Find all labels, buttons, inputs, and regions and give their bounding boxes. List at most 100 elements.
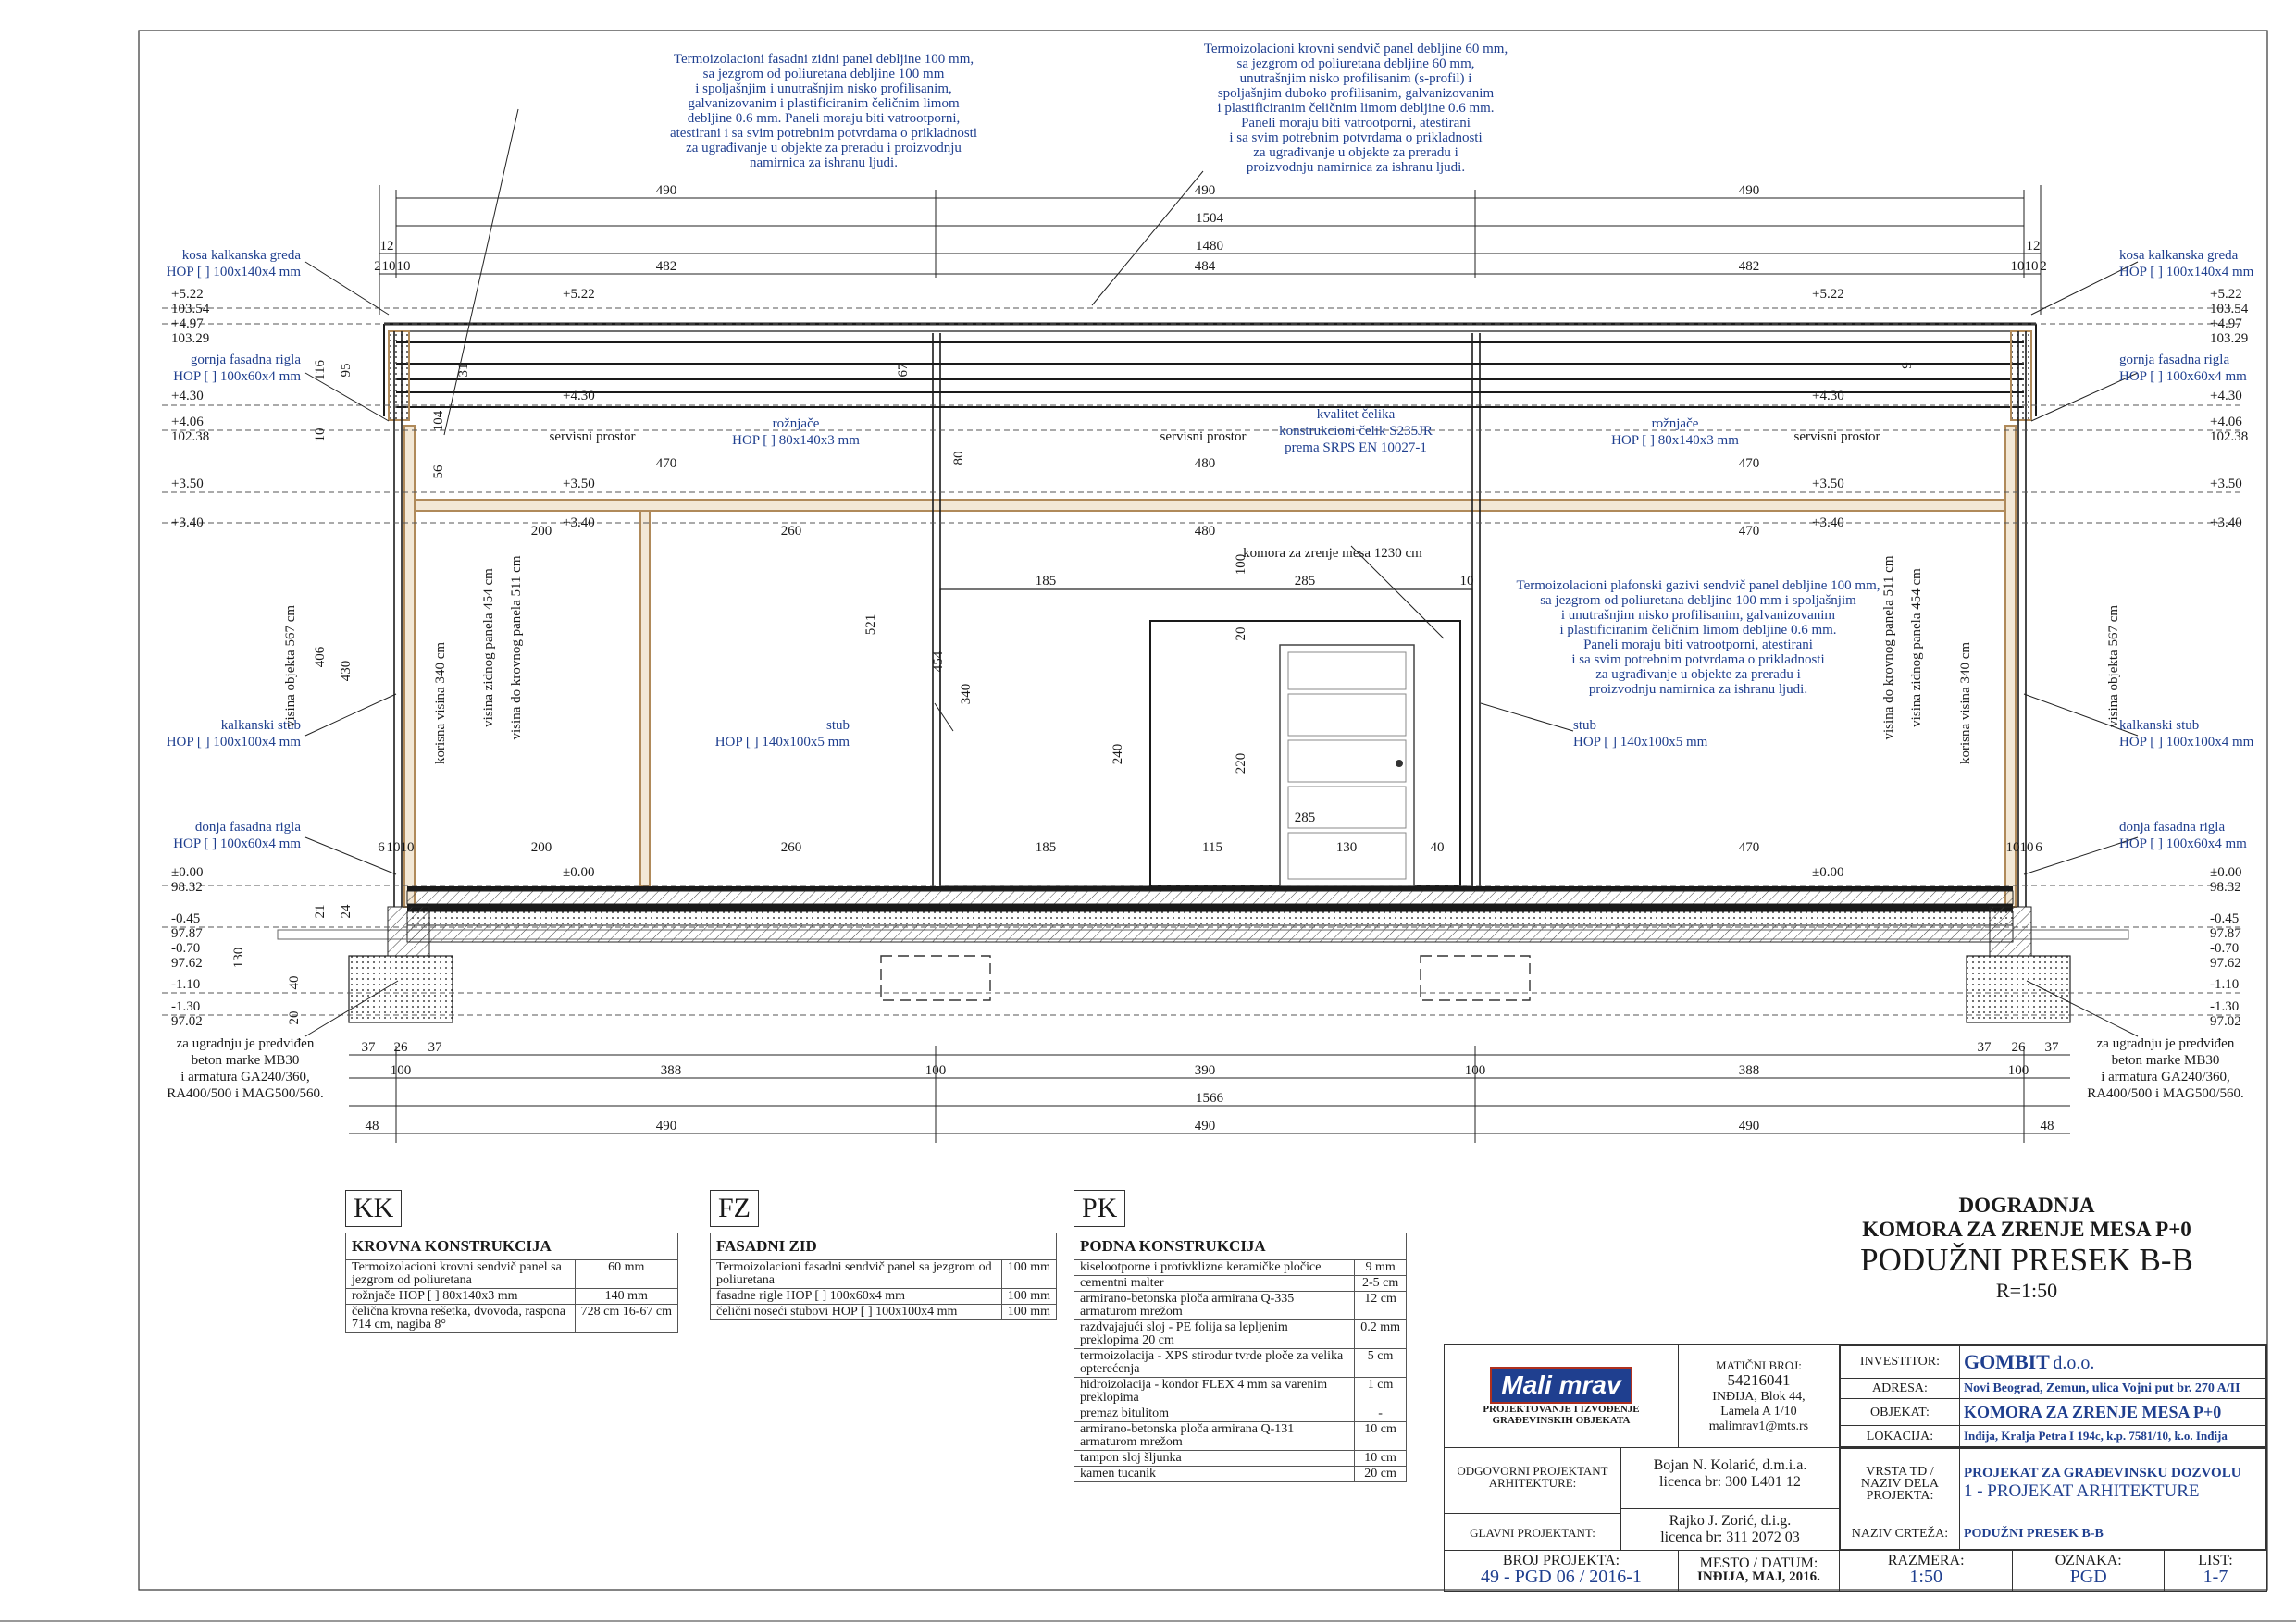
dim-text: 482: [656, 259, 677, 274]
dim-text: 130: [1336, 840, 1358, 855]
addr-line-2: Lamela A 1/10: [1720, 1404, 1797, 1419]
level-lines: [162, 307, 2240, 1016]
project-info-cell: INVESTITOR:GOMBIT d.o.o. ADRESA:Novi Beo…: [1838, 1344, 2268, 1448]
glavni-label: GLAVNI PROJEKTANT:: [1470, 1526, 1595, 1540]
dim-text: 484: [1195, 259, 1216, 274]
level-mark: +5.22: [2210, 287, 2242, 302]
floor-construction: [277, 886, 2129, 943]
vrsta-label: VRSTA TD / NAZIV DELA PROJEKTA:: [1839, 1447, 1960, 1519]
note-line: i sa svim potrebnim potvrdama o prikladn…: [1229, 130, 1482, 145]
level-mark: ±0.00: [2210, 865, 2241, 880]
level-mark: +3.40: [2210, 515, 2242, 530]
legend-desc: fasadne rigle HOP [ ] 100x60x4 mm: [710, 1288, 1002, 1305]
note-line: beton marke MB30: [2112, 1053, 2220, 1068]
legend-row: armirano-betonska ploča armirana Q-131 a…: [1073, 1421, 1407, 1451]
dim-text: 26: [394, 1040, 409, 1055]
dim-text: 470: [656, 456, 677, 471]
dim-text: 220: [1234, 753, 1248, 774]
level-mark: -1.10: [171, 977, 200, 992]
dim-text: 100: [925, 1063, 947, 1078]
dim-text: 10: [2006, 840, 2020, 855]
legend-value: 100 mm: [1000, 1259, 1058, 1289]
label-kosa-greda-profile: HOP [ ] 100x140x4 mm: [2119, 265, 2254, 279]
legend-code: PK: [1074, 1190, 1126, 1227]
label-korisna-visina: korisna visina 340 cm: [433, 642, 448, 764]
label-gornja-rigla: gornja fasadna rigla: [191, 353, 301, 367]
right-levels: +5.22 103.54 +4.97 103.29 +4.30 +4.06 10…: [2210, 287, 2249, 1029]
level-mark: -0.70: [2210, 941, 2239, 956]
label-kalkanski-stub-profile: HOP [ ] 100x100x4 mm: [2119, 735, 2254, 750]
note-line: Paneli moraju biti vatrootporni, atestir…: [1583, 638, 1813, 652]
dim-text: 10: [313, 428, 328, 442]
legend-table: FASADNI ZID Termoizolacioni fasadni send…: [710, 1233, 1058, 1320]
legend-desc: razdvajajući sloj - PE folija sa lepljen…: [1073, 1319, 1356, 1349]
company-email: malimrav1@mts.rs: [1708, 1419, 1809, 1433]
dim-text: 406: [313, 646, 328, 667]
mesto-value: INĐIJA, MAJ, 2016.: [1696, 1568, 1820, 1584]
note-line: i plastificiranim čeličnim limom debljin…: [1559, 623, 1836, 638]
dim-text: 24: [339, 904, 354, 919]
dim-text: 116: [313, 360, 328, 380]
note-line: galvanizovanim i plastificiranim čelični…: [688, 96, 960, 111]
note-line: za ugrađivanje u objekte za preradu i pr…: [686, 141, 962, 155]
broj-cell: BROJ PROJEKTA: 49 - PGD 06 / 2016-1: [1444, 1550, 1679, 1592]
legend-row: čelična krovna rešetka, dvovoda, raspona…: [345, 1304, 679, 1333]
dim-text: 490: [1195, 183, 1216, 198]
note-line: Termoizolacioni plafonski gazivi sendvič…: [1516, 578, 1880, 593]
level-mark: +5.22: [171, 287, 204, 302]
dim-text: 470: [1739, 840, 1760, 855]
dim-text: 37: [2045, 1040, 2060, 1055]
inner-wall-panel: [639, 510, 651, 886]
level-mark: 103.29: [171, 331, 209, 346]
note-line: Paneli moraju biti vatrootporni, atestir…: [1241, 116, 1471, 130]
adresa-value: Novi Beograd, Zemun, ulica Vojni put br.…: [1958, 1377, 2267, 1400]
dim-text: 430: [339, 661, 354, 682]
legend-fasadni: FZ FASADNI ZID Termoizolacioni fasadni s…: [710, 1190, 1058, 1320]
legend-row: razdvajajući sloj - PE folija sa lepljen…: [1073, 1319, 1407, 1349]
dim-text: 185: [1036, 840, 1057, 855]
legend-value: -: [1354, 1406, 1407, 1422]
oznaka-value: PGD: [2069, 1566, 2107, 1587]
note-line: i spoljašnjim i unutrašnjim nisko profil…: [695, 81, 952, 96]
legend-value: 10 cm: [1354, 1421, 1407, 1451]
odgovorni-licence: licenca br: 300 L401 12: [1659, 1474, 1801, 1490]
label-celik: kvalitet čelika: [1317, 407, 1396, 422]
level-mark: +3.40: [1812, 515, 1844, 530]
dim-text: 240: [1111, 744, 1125, 765]
adresa-label: ADRESA:: [1839, 1377, 1960, 1400]
level-mark: 97.87: [2210, 926, 2241, 941]
dim-text: 48: [2041, 1119, 2054, 1134]
drawing-title: DOGRADNJA KOMORA ZA ZRENJE MESA P+0 PODU…: [1846, 1194, 2207, 1303]
legend-desc: armirano-betonska ploča armirana Q-131 a…: [1073, 1421, 1356, 1451]
label-servisni-prostor: servisni prostor: [550, 429, 636, 444]
legend-desc: kamen tucanik: [1073, 1466, 1356, 1482]
note-line: i armatura GA240/360,: [180, 1070, 310, 1084]
objekat-label: OBJEKAT:: [1839, 1398, 1960, 1427]
company-logo-cell: Mali mrav PROJEKTOVANJE I IZVOĐENJE GRAĐ…: [1444, 1344, 1679, 1448]
note-line: za ugrađivanje u objekte za preradu i: [1595, 667, 1801, 682]
legend-desc: rožnjače HOP [ ] 80x140x3 mm: [345, 1288, 576, 1305]
legend-value: 9 mm: [1354, 1259, 1407, 1276]
legend-value: 5 cm: [1354, 1348, 1407, 1378]
note-line: i armatura GA240/360,: [2101, 1070, 2230, 1084]
broj-label: BROJ PROJEKTA:: [1502, 1552, 1620, 1568]
mid-footing-2: [1420, 955, 1531, 1001]
left-footing: [348, 955, 453, 1023]
legend-row: čelični noseći stubovi HOP [ ] 100x100x4…: [710, 1304, 1058, 1320]
left-levels: +5.22 103.54 +4.97 103.29 +4.30 +4.06 10…: [171, 287, 210, 1029]
label-kalkanski-stub: kalkanski stub: [2119, 718, 2199, 733]
level-mark: ±0.00: [1812, 865, 1843, 880]
dim-text: 31: [456, 364, 471, 378]
odgovorni-label: ODGOVORNI PROJEKTANT ARHITEKTURE:: [1445, 1459, 1620, 1514]
investitor-name: GOMBIT: [1963, 1349, 2050, 1373]
mesto-cell: MESTO / DATUM: INĐIJA, MAJ, 2016.: [1677, 1550, 1840, 1592]
legend-row: premaz bitulitom-: [1073, 1406, 1407, 1422]
note-line: proizvodnju namirnica za ishranu ljudi.: [1589, 682, 1807, 697]
dim-text: 490: [656, 1119, 677, 1134]
crtez-value: PODUŽNI PRESEK B-B: [1958, 1518, 2267, 1550]
note-line: sa jezgrom od poliuretana debljine 100 m…: [1540, 593, 1856, 608]
bottom-dimensions: [349, 1046, 2070, 1143]
label-visina-zidnog: visina zidnog panela 454 cm: [481, 568, 496, 727]
